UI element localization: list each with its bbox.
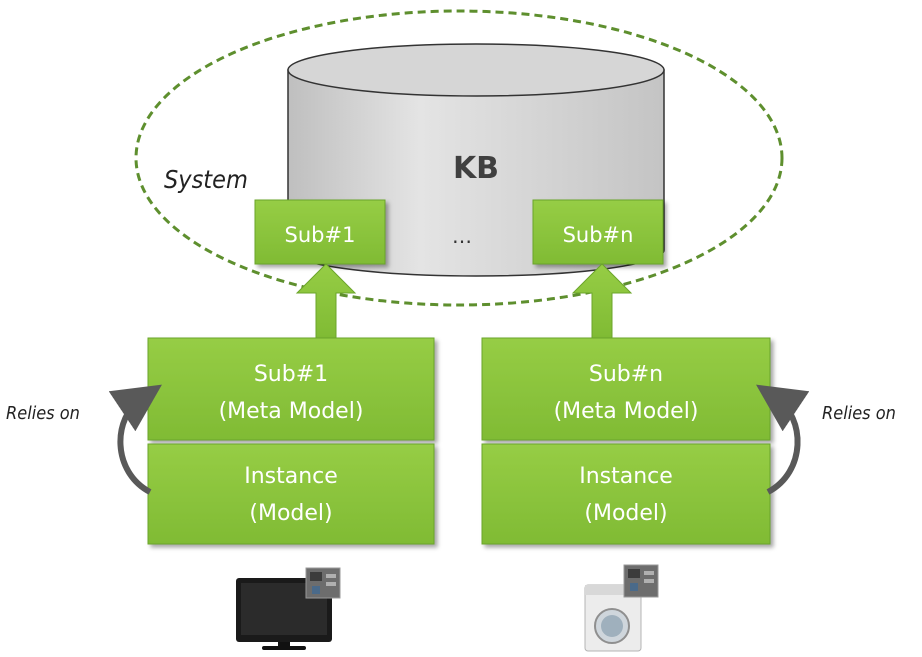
kb-slot-sub1: Sub#1 bbox=[254, 199, 386, 265]
kb-slot-sub1-label: Sub#1 bbox=[285, 223, 356, 247]
instance-title: Instance bbox=[579, 464, 673, 489]
relies-on-label-right: Relies on bbox=[822, 403, 896, 424]
relies-on-label-left: Relies on bbox=[6, 403, 80, 424]
system-boundary bbox=[134, 9, 784, 307]
meta-model-title: Sub#1 bbox=[254, 362, 328, 387]
meta-model-subtitle: (Meta Model) bbox=[554, 399, 699, 424]
relies-on-arrow-right bbox=[756, 384, 810, 495]
up-arrow-sub1 bbox=[295, 263, 357, 339]
instance-subtitle: (Model) bbox=[584, 501, 667, 526]
instance-title: Instance bbox=[244, 464, 338, 489]
system-label: System bbox=[164, 165, 248, 194]
kb-slot-subn-label: Sub#n bbox=[563, 223, 634, 247]
tv-icon bbox=[236, 567, 341, 650]
meta-model-subtitle: (Meta Model) bbox=[219, 399, 364, 424]
up-arrow-subn bbox=[571, 263, 633, 339]
meta-model-box-subn: Sub#n (Meta Model) bbox=[481, 337, 771, 441]
meta-model-title: Sub#n bbox=[589, 362, 663, 387]
chip-board-icon bbox=[623, 564, 659, 598]
kb-label: KB bbox=[453, 151, 499, 186]
kb-ellipsis: … bbox=[452, 224, 472, 248]
relies-on-arrow-left bbox=[108, 384, 162, 495]
stack-subn: Sub#n (Meta Model) Instance (Model) Reli… bbox=[481, 337, 896, 545]
instance-box-subn: Instance (Model) bbox=[481, 443, 771, 545]
meta-model-box-sub1: Sub#1 (Meta Model) bbox=[147, 337, 435, 441]
chip-board-icon bbox=[305, 567, 341, 599]
instance-subtitle: (Model) bbox=[249, 501, 332, 526]
kb-slot-subn: Sub#n bbox=[532, 199, 664, 265]
stack-sub1: Sub#1 (Meta Model) Instance (Model) Reli… bbox=[6, 337, 435, 545]
washing-machine-icon bbox=[584, 564, 659, 652]
instance-box-sub1: Instance (Model) bbox=[147, 443, 435, 545]
